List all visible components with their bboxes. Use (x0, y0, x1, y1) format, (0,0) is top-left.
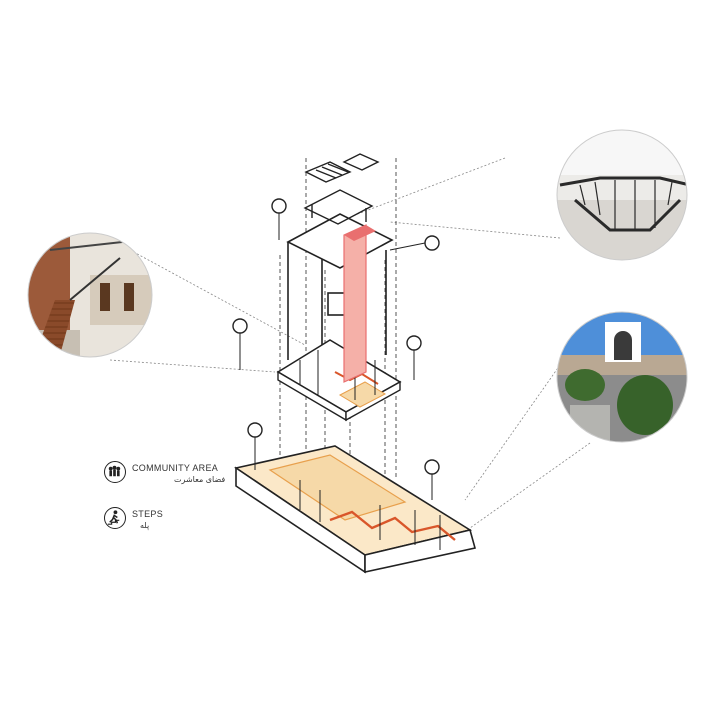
community-marker-lower (247, 422, 263, 438)
steps-marker-upper (232, 318, 248, 334)
vertical-shaft (343, 224, 376, 383)
steps-walking-icon (104, 507, 126, 529)
community-people-icon (104, 461, 126, 483)
photo-rooftop-railing (557, 130, 687, 260)
community-area-middle (338, 381, 387, 408)
legend-steps-label: STEPS (132, 509, 164, 519)
upper-slab (286, 213, 394, 269)
legend-community-sub: فضای معاشرت (174, 475, 226, 484)
ground-slab-front (364, 529, 476, 573)
roof-pergola (303, 153, 380, 225)
legend-steps: STEPS پله (104, 507, 244, 547)
legend-community: COMMUNITY AREA فضای معاشرت (104, 461, 244, 501)
steps-marker-lower (424, 459, 440, 475)
ground-floor (234, 445, 476, 574)
legend: COMMUNITY AREA فضای معاشرت STEPS پله (104, 461, 244, 547)
photo-interior-staircase (28, 233, 152, 357)
legend-steps-sub: پله (140, 521, 150, 530)
community-marker-right (424, 235, 440, 251)
steps-path-ground (329, 510, 456, 541)
leader-lines (109, 157, 591, 529)
middle-floor (276, 339, 402, 422)
steps-marker-mid (406, 335, 422, 351)
middle-slab (276, 339, 402, 413)
photo-exterior-courtyard (557, 312, 687, 442)
community-marker-top (271, 198, 287, 214)
legend-community-label: COMMUNITY AREA (132, 463, 219, 473)
tower (286, 213, 394, 360)
